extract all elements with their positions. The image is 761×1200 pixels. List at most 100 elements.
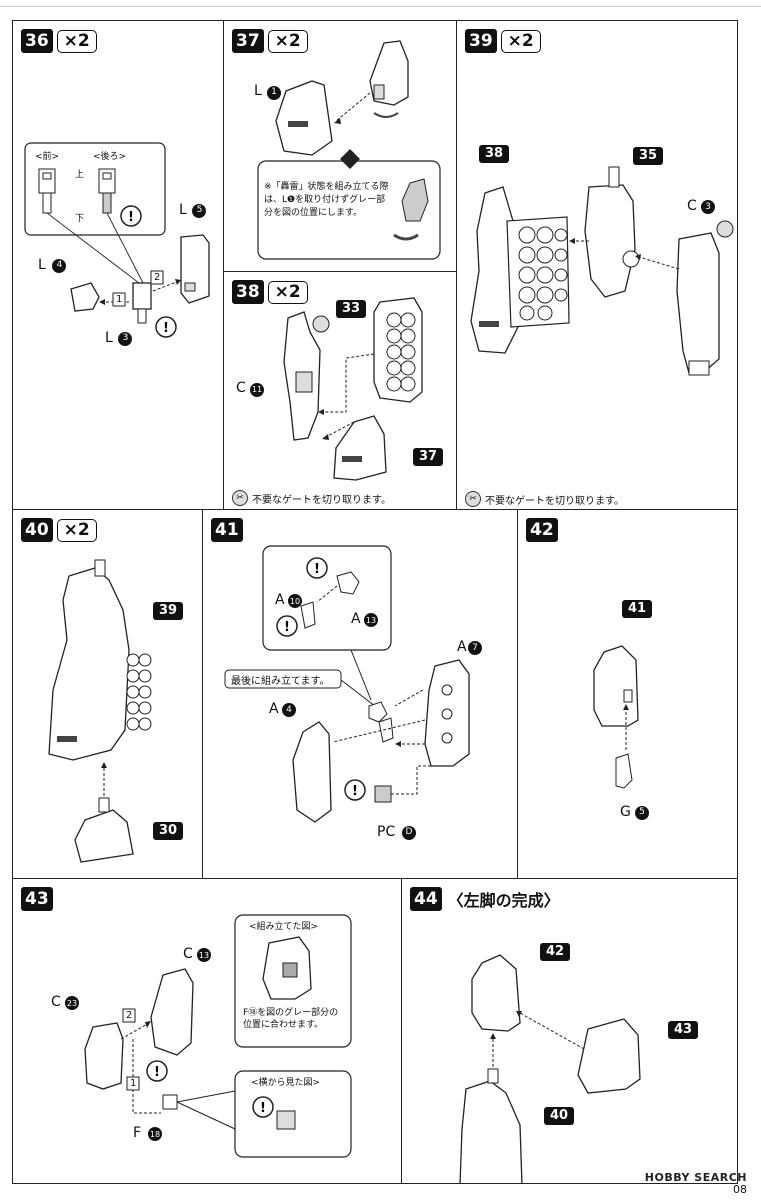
side-view-title: <横から見た図> <box>251 1078 321 1088</box>
step-42-panel: 42 41 G 5 <box>517 509 738 879</box>
part-label-c3: C <box>687 198 697 214</box>
step-41-panel: 41 ! ! ! A 10 A <box>202 509 518 879</box>
part-number-a7: 7 <box>472 643 478 653</box>
down-label: 下 <box>75 214 85 224</box>
ref-badge-43: 43 <box>668 1021 698 1039</box>
step-header: 42 <box>526 518 558 542</box>
step-38-diagram <box>250 297 423 481</box>
svg-text:!: ! <box>284 620 290 635</box>
gate-note: ✂ 不要なゲートを切り取ります。 <box>465 491 624 507</box>
part-number-c23: 23 <box>66 999 78 1008</box>
step-number: 36 <box>21 29 53 53</box>
quantity-label: ×2 <box>500 29 541 53</box>
part-label-c13: C <box>183 946 193 962</box>
top-rule <box>0 6 761 7</box>
part-number-a13: 13 <box>365 616 377 625</box>
part-number-l1: 1 <box>271 87 277 97</box>
gate-note: ✂ 不要なゲートを切り取ります。 <box>232 490 391 506</box>
ref-badge-38: 38 <box>479 145 509 163</box>
step-number: 42 <box>526 518 558 542</box>
part-label-a4: A <box>269 701 279 717</box>
svg-text:!: ! <box>260 1101 266 1116</box>
step-header: 38 ×2 <box>232 280 308 304</box>
step-header: 43 <box>21 887 53 911</box>
part-label-f: F <box>133 1125 142 1141</box>
page-number: 08 <box>733 1183 747 1196</box>
part-number-f: 18 <box>149 1130 161 1139</box>
ref-badge-37: 37 <box>413 448 443 466</box>
sequence-1: 1 <box>130 1078 137 1089</box>
step-42-diagram <box>593 645 649 820</box>
part-number-l5: 5 <box>196 205 203 215</box>
part-label-a13: A <box>351 611 361 627</box>
step-header: 36 ×2 <box>21 29 97 53</box>
step-header: 44 〈左脚の完成〉 <box>410 887 560 911</box>
part-number-l3: 3 <box>122 333 129 343</box>
step-43-diagram: ! ! <box>65 914 352 1158</box>
step-number: 37 <box>232 29 264 53</box>
part-label-c11: C <box>236 380 246 396</box>
part-label-g: G <box>620 804 631 820</box>
ref-badge-35: 35 <box>633 147 663 165</box>
part-number-pc: D <box>405 827 413 837</box>
svg-text:!: ! <box>352 784 358 799</box>
assembled-view-title: <組み立てた図> <box>249 922 319 932</box>
gate-note-text: 不要なゲートを切り取ります。 <box>485 495 624 507</box>
step-37-diagram <box>257 40 441 260</box>
ref-badge-40: 40 <box>544 1107 574 1125</box>
step-40-panel: 40 ×2 39 30 <box>12 509 203 879</box>
part-label-l1: L <box>254 83 262 99</box>
step-41-diagram: ! ! ! <box>224 545 482 840</box>
part-label-l4: L <box>38 257 46 273</box>
quantity-label: ×2 <box>56 518 97 542</box>
step-39-diagram <box>470 166 734 376</box>
quantity-label: ×2 <box>56 29 97 53</box>
step-43-panel: 43 ! ! C 13 C 23 F 18 2 1 <組み立てた図> F⑱を <box>12 878 402 1184</box>
step-title: 〈左脚の完成〉 <box>447 891 560 910</box>
gate-note-text: 不要なゲートを切り取ります。 <box>252 494 391 506</box>
part-number-c11: 11 <box>251 385 263 394</box>
part-label-a10: A <box>275 592 285 608</box>
step-44-panel: 44 〈左脚の完成〉 42 43 40 <box>401 878 738 1184</box>
sequence-2: 2 <box>154 272 161 283</box>
step-header: 39 ×2 <box>465 29 541 53</box>
gate-cut-icon: ✂ <box>465 491 481 507</box>
step-header: 37 ×2 <box>232 29 308 53</box>
step-number: 39 <box>465 29 497 53</box>
assembly-note: ※「轟雷」状態を組み立てる際は、L❶を取り付けずグレー部分を図の位置にします。 <box>264 182 389 218</box>
quantity-label: ×2 <box>267 29 308 53</box>
part-label-pc: PC <box>377 824 396 840</box>
part-label-l3: L <box>105 330 113 346</box>
step-number: 41 <box>211 518 243 542</box>
step-40-diagram <box>48 559 152 863</box>
sequence-1: 1 <box>116 294 123 305</box>
step-36-diagram: ! ! <box>24 142 210 346</box>
gate-cut-icon: ✂ <box>232 490 248 506</box>
svg-text:!: ! <box>154 1065 160 1080</box>
part-number-a4: 4 <box>286 705 292 715</box>
ref-badge-42: 42 <box>540 943 570 961</box>
quantity-label: ×2 <box>267 280 308 304</box>
svg-text:!: ! <box>163 321 169 336</box>
front-label: <前> <box>35 152 60 162</box>
ref-badge-41: 41 <box>622 600 652 618</box>
ref-badge-30: 30 <box>153 822 183 840</box>
svg-text:!: ! <box>314 562 320 577</box>
svg-text:!: ! <box>128 210 134 225</box>
step-header: 40 ×2 <box>21 518 97 542</box>
speech-bubble: 最後に組み立てます。 <box>231 676 330 687</box>
part-number-c13: 13 <box>198 951 210 960</box>
step-37-panel: 37 ×2 L 1 ※「轟雷」状態を組み立てる際は、L❶を取り付けずグレー部分を… <box>223 20 457 272</box>
part-number-g: 5 <box>639 807 645 817</box>
sequence-2: 2 <box>126 1010 133 1021</box>
step-number: 38 <box>232 280 264 304</box>
assembled-view-note: F⑱を図のグレー部分の位置に合わせます。 <box>243 1008 339 1030</box>
step-36-panel: 36 ×2 ! ! <box>12 20 224 510</box>
step-number: 44 <box>410 887 442 911</box>
ref-badge-39: 39 <box>153 602 183 620</box>
part-number-a10: 10 <box>289 597 301 606</box>
part-number-c3: 3 <box>705 202 711 212</box>
part-label-l5: L <box>179 202 187 218</box>
part-label-a7: A <box>457 639 467 655</box>
step-number: 43 <box>21 887 53 911</box>
